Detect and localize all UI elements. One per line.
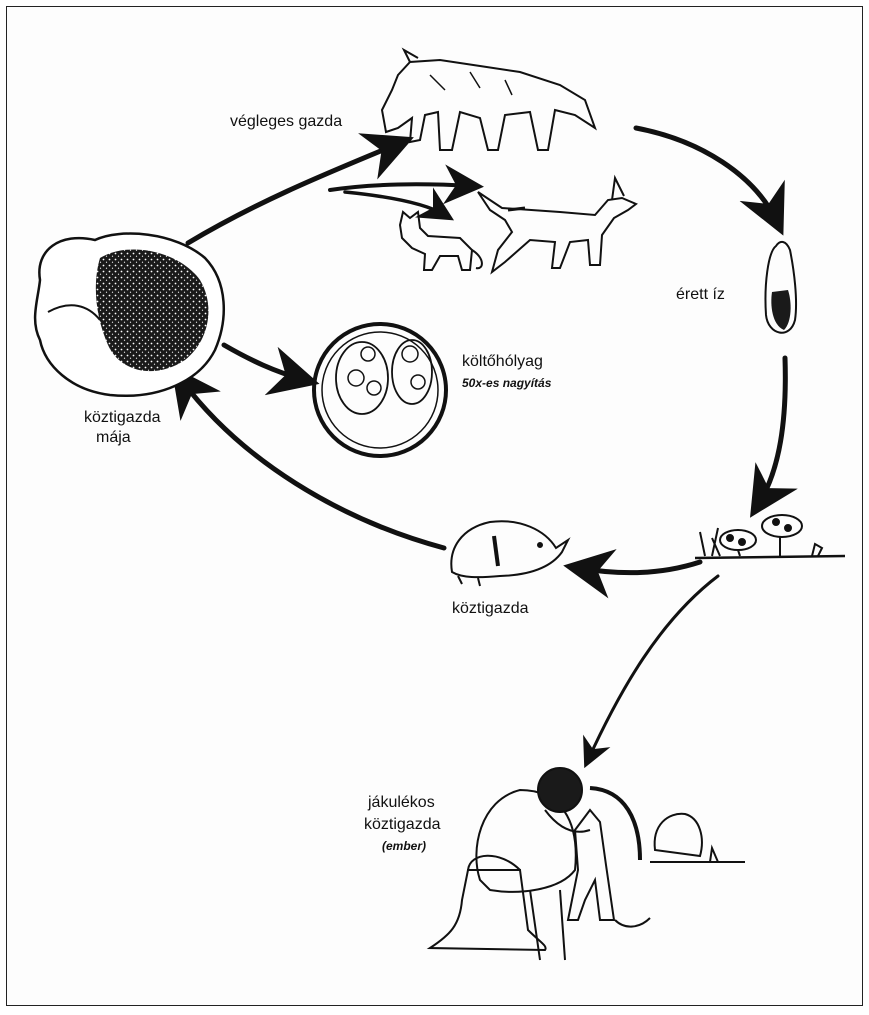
arrow-worm-to-eggs xyxy=(758,358,785,505)
accidental-host-label-line1: jákulékos xyxy=(368,793,435,812)
liver-label-line1: köztigazda xyxy=(84,408,161,427)
arrow-eggs-to-rodent xyxy=(578,562,700,573)
wolf-icon xyxy=(382,50,595,150)
magnification-label: 50x-es nagyítás xyxy=(462,374,551,393)
arrow-hosts-to-worm xyxy=(636,128,777,222)
accidental-host-label-line2: köztigazda xyxy=(364,815,441,834)
person-with-dog-icon xyxy=(430,768,745,960)
accidental-host-note: (ember) xyxy=(382,837,426,856)
cyst-label: költőhólyag xyxy=(462,352,543,371)
eggs-on-vegetation-icon xyxy=(695,515,845,558)
arrow-liver-to-dog xyxy=(330,184,472,190)
rodent-icon xyxy=(451,521,568,586)
dog-icon xyxy=(478,178,636,272)
hydatid-cyst-icon xyxy=(314,324,446,456)
definitive-host-label: végleges gazda xyxy=(230,112,342,131)
mature-worm-label: érett íz xyxy=(676,285,725,304)
liver-icon xyxy=(35,234,224,396)
arrow-rodent-to-liver xyxy=(180,378,444,548)
arrow-liver-to-cyst xyxy=(224,345,305,380)
arrow-liver-to-cat xyxy=(345,192,445,215)
cat-icon xyxy=(400,212,482,270)
liver-label-line2: mája xyxy=(96,428,131,447)
intermediate-host-label: köztigazda xyxy=(452,599,529,618)
tapeworm-icon xyxy=(765,242,796,333)
arrow-eggs-to-human xyxy=(588,576,718,760)
